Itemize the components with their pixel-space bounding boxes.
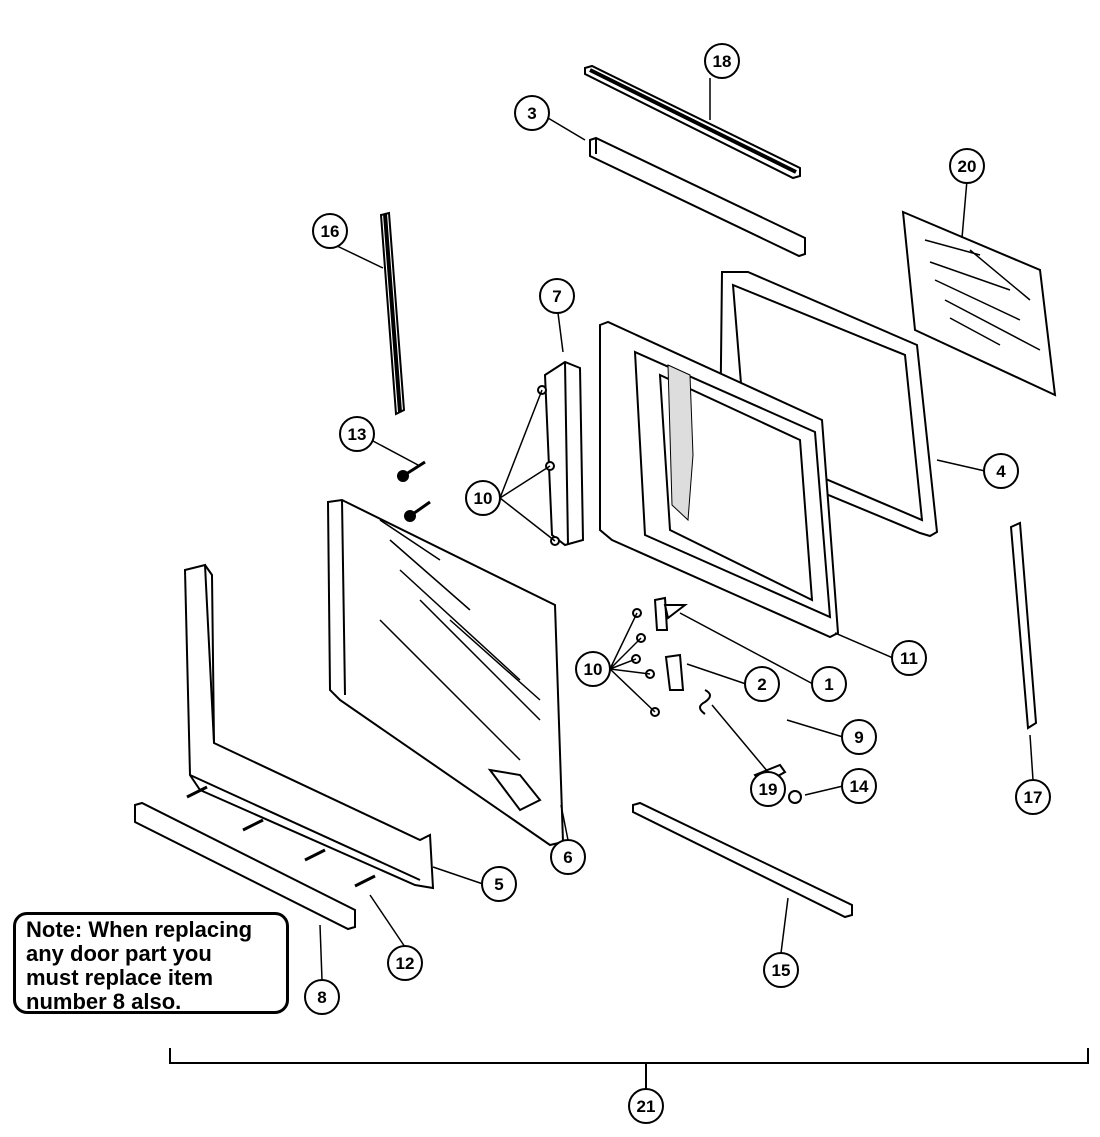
callout-12: 12 — [396, 954, 415, 973]
callout-11: 11 — [900, 649, 918, 668]
callout-10-lower: 10 — [584, 660, 603, 679]
callout-2: 2 — [757, 675, 766, 694]
part-15-bottom-bar — [632, 801, 853, 919]
callout-17: 17 — [1024, 788, 1043, 807]
callout-19: 19 — [759, 780, 778, 799]
callout-15: 15 — [772, 961, 791, 980]
part-5-lower-frame — [183, 563, 435, 890]
callout-18: 18 — [713, 52, 732, 71]
replacement-note: Note: When replacing any door part you m… — [13, 912, 289, 1014]
part-12-screws — [186, 785, 376, 888]
door-panel — [326, 498, 565, 847]
part-20-outer-glass — [901, 210, 1057, 397]
callout-5: 5 — [494, 875, 503, 894]
part-11-inner-frame — [599, 320, 840, 639]
leader-lines — [319, 78, 1034, 981]
callout-20: 20 — [958, 157, 977, 176]
callout-14: 14 — [850, 777, 869, 796]
callout-6: 6 — [563, 848, 572, 867]
callout-10-upper: 10 — [474, 489, 493, 508]
callout-21: 21 — [637, 1097, 656, 1116]
callout-7: 7 — [552, 287, 561, 306]
part-18-top-trim — [584, 64, 801, 180]
assembly-bracket — [169, 1048, 1089, 1090]
callout-3: 3 — [527, 104, 536, 123]
callout-4: 4 — [996, 462, 1006, 481]
callout-labels: 18 3 20 16 7 4 13 10 11 1 2 10 9 14 19 1… — [317, 52, 1042, 1116]
hinge-hardware — [653, 596, 802, 804]
part-17-right-strip — [1009, 521, 1038, 730]
part-8-bottom-strip — [134, 801, 356, 931]
callout-13: 13 — [348, 425, 367, 444]
callout-16: 16 — [321, 222, 340, 241]
callout-1: 1 — [824, 675, 833, 694]
part-16-side-strip — [379, 211, 406, 416]
callout-circles — [304, 43, 1051, 1124]
part-3-strip — [589, 136, 806, 258]
callout-9: 9 — [854, 728, 863, 747]
part-13-screws — [397, 460, 431, 522]
part-7-channel — [543, 360, 585, 547]
callout-8: 8 — [317, 988, 326, 1007]
